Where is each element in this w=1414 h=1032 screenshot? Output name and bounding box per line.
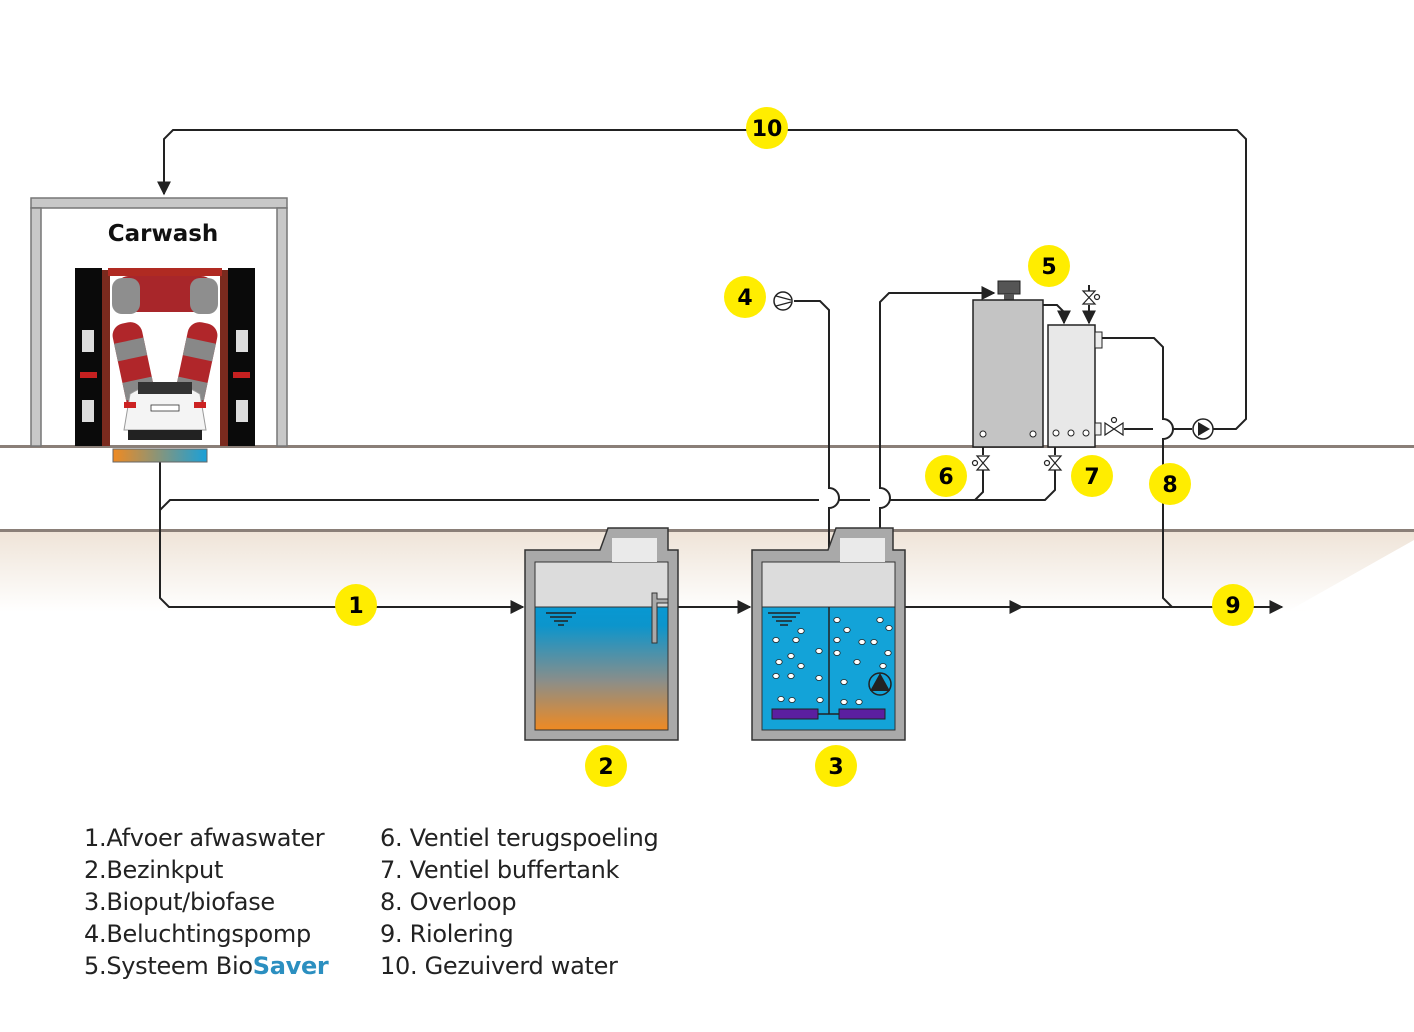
- svg-text:8: 8: [1162, 473, 1177, 498]
- legend-right: 6. Ventiel terugspoeling 7. Ventiel buff…: [380, 822, 659, 982]
- air-bubble: [853, 659, 861, 665]
- air-bubble: [797, 628, 805, 634]
- aeration-pump-icon: [773, 291, 793, 311]
- svg-text:7: 7: [1084, 465, 1099, 490]
- air-bubble: [840, 699, 848, 705]
- pipes: [157, 129, 1284, 714]
- air-bubble: [797, 663, 805, 669]
- carwash-title: Carwash: [108, 221, 219, 247]
- air-bubble: [772, 637, 780, 643]
- air-bubble: [833, 637, 841, 643]
- legend-item-7: 7. Ventiel buffertank: [380, 856, 620, 884]
- marker-2: 2: [585, 745, 627, 787]
- air-bubble: [775, 659, 783, 665]
- buffer-tank: [1047, 324, 1103, 448]
- ground: [0, 445, 1414, 612]
- valve-icon-outlet: [1104, 416, 1124, 437]
- air-bubble: [840, 679, 848, 685]
- svg-text:1: 1: [348, 594, 363, 619]
- brand-highlight: Saver: [252, 952, 329, 980]
- marker-3: 3: [815, 745, 857, 787]
- ground-level-line: [0, 445, 1414, 448]
- air-bubble: [787, 653, 795, 659]
- pipe-overflow: [1102, 337, 1174, 608]
- svg-text:5: 5: [1041, 255, 1056, 280]
- air-bubble: [815, 648, 823, 654]
- marker-10: 10: [746, 107, 788, 149]
- air-bubble: [772, 673, 780, 679]
- svg-text:2: 2: [598, 755, 613, 780]
- marker-6: 6: [925, 455, 967, 497]
- legend-item-3: 3.Bioput/biofase: [84, 888, 275, 916]
- underground-line: [0, 529, 1414, 532]
- legend-item-5: 5.Systeem BioSaver: [84, 952, 329, 980]
- legend-item-9: 9. Riolering: [380, 920, 514, 948]
- pipe-backwash: [159, 470, 1056, 511]
- submersible-pump-icon: [868, 672, 892, 696]
- valve-icon-inlet: [1081, 290, 1101, 305]
- pipe-purified-water: [157, 129, 1247, 430]
- air-bubble: [879, 663, 887, 669]
- legend-left: 1.Afvoer afwaswater 2.Bezinkput 3.Bioput…: [84, 822, 329, 982]
- air-bubble: [788, 697, 796, 703]
- air-bubble: [843, 627, 851, 633]
- air-bubble: [858, 639, 866, 645]
- biosaver-unit: [972, 280, 1044, 448]
- air-bubble: [815, 675, 823, 681]
- air-bubble: [885, 625, 893, 631]
- air-bubble: [816, 697, 824, 703]
- marker-9: 9: [1212, 584, 1254, 626]
- bio-tank: [751, 527, 906, 741]
- pipe-pump-to-system: [879, 286, 996, 672]
- valve-icon-backwash: [971, 455, 991, 471]
- carwash-photo: [75, 268, 255, 446]
- carwash: Carwash: [30, 197, 288, 463]
- air-bubble: [870, 639, 878, 645]
- pipe-aeration: [794, 300, 840, 714]
- air-bubble: [833, 650, 841, 656]
- legend-item-2: 2.Bezinkput: [84, 856, 224, 884]
- air-bubble: [876, 617, 884, 623]
- circulation-pump-icon: [1192, 418, 1214, 440]
- air-bubble: [787, 673, 795, 679]
- air-bubble: [777, 696, 785, 702]
- valve-icon-buffer: [1043, 455, 1063, 471]
- air-bubbles: [772, 617, 893, 705]
- svg-text:9: 9: [1225, 594, 1240, 619]
- legend-item-8: 8. Overloop: [380, 888, 517, 916]
- svg-text:10: 10: [752, 117, 783, 142]
- marker-7: 7: [1071, 455, 1113, 497]
- marker-5: 5: [1028, 245, 1070, 287]
- svg-text:4: 4: [737, 286, 752, 311]
- number-markers: 1 2 3 4 5 6 7 8 9 10: [335, 107, 1254, 787]
- air-bubble: [884, 650, 892, 656]
- legend-item-4: 4.Beluchtingspomp: [84, 920, 311, 948]
- svg-text:3: 3: [828, 755, 843, 780]
- marker-4: 4: [724, 276, 766, 318]
- air-bubble: [792, 637, 800, 643]
- legend-item-1: 1.Afvoer afwaswater: [84, 824, 325, 852]
- marker-8: 8: [1149, 463, 1191, 505]
- drain-gutter: [112, 448, 208, 463]
- air-bubble: [833, 617, 841, 623]
- legend-item-6: 6. Ventiel terugspoeling: [380, 824, 659, 852]
- marker-1: 1: [335, 584, 377, 626]
- legend-item-10: 10. Gezuiverd water: [380, 952, 618, 980]
- settling-tank: [524, 527, 679, 741]
- svg-text:6: 6: [938, 465, 953, 490]
- air-bubble: [855, 699, 863, 705]
